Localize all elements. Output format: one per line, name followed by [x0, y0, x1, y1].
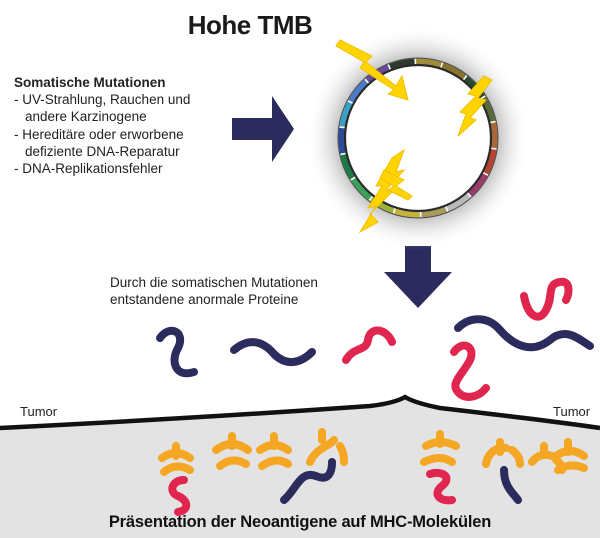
mutation-item: defiziente DNA-Reparatur [25, 143, 180, 159]
mhc-molecule [158, 442, 194, 516]
genome-ring-segment [482, 148, 497, 175]
genome-ring-segment [441, 62, 467, 81]
mhc-molecule [482, 438, 524, 504]
mhc-molecule [552, 438, 588, 474]
protein-crimson [342, 326, 396, 364]
genome-ring-segment [388, 58, 415, 71]
genome-ring-outer-line [337, 57, 499, 219]
genome-ring-segment [369, 195, 395, 214]
genome-ring [338, 58, 498, 218]
genome-ring-segment [338, 127, 347, 154]
mhc-molecule [256, 432, 292, 470]
mutation-item: - UV-Strahlung, Rauchen und [14, 92, 191, 108]
tumor-membrane [0, 394, 600, 431]
tumor-label-right: Tumor [553, 404, 591, 419]
protein-crimson [520, 277, 573, 321]
proteins-caption-line: entstandene anormale Proteine [110, 292, 299, 307]
tumor-label-left: Tumor [20, 404, 58, 419]
genome-ring-segment [445, 192, 471, 212]
genome-ring-segment [348, 79, 370, 104]
protein-navy [454, 315, 594, 352]
mhc-molecule [420, 430, 460, 505]
lightning-bolt-icon [358, 148, 406, 234]
genome-ring-segment [339, 101, 354, 128]
genome-ring-segment [394, 207, 420, 218]
footer-caption: Präsentation der Neoantigene auf MHC-Mol… [108, 513, 492, 531]
genome-ring-segment [340, 153, 357, 180]
genome-ring-segment [479, 96, 496, 123]
protein-navy [230, 338, 316, 366]
mhc-molecule [280, 428, 348, 504]
genome-ring-segment [416, 58, 442, 69]
mhc-molecule [212, 432, 252, 470]
protein-navy [156, 326, 198, 378]
mutation-causes: Somatische Mutationen - UV-Strahlung, Ra… [14, 74, 190, 177]
right-arrow-icon [232, 96, 294, 162]
lightning-bolt-icon [457, 75, 493, 137]
proteins-caption: Durch die somatischen Mutationen entstan… [110, 274, 318, 308]
mutation-item: - DNA-Replikationsfehler [14, 161, 163, 177]
lightning-bolt-icon [335, 39, 409, 101]
mutation-item: andere Karzinogene [25, 109, 147, 125]
genome-ring-segment [421, 205, 448, 218]
lightning-bolt-icon [379, 169, 413, 201]
genome-ring-segment [351, 176, 373, 201]
mutation-item: - Hereditäre oder erworbene [14, 126, 184, 142]
protein-crimson [450, 341, 490, 401]
page-title: Hohe TMB [187, 10, 313, 40]
mutation-heading: Somatische Mutationen [14, 75, 166, 90]
proteins-caption-line: Durch die somatischen Mutationen [110, 275, 318, 290]
genome-ring-segment [489, 122, 498, 149]
genome-ring-inner [343, 63, 493, 213]
down-arrow-icon [384, 246, 452, 308]
genome-ring-base [339, 59, 497, 217]
genome-ring-segment [466, 172, 488, 197]
